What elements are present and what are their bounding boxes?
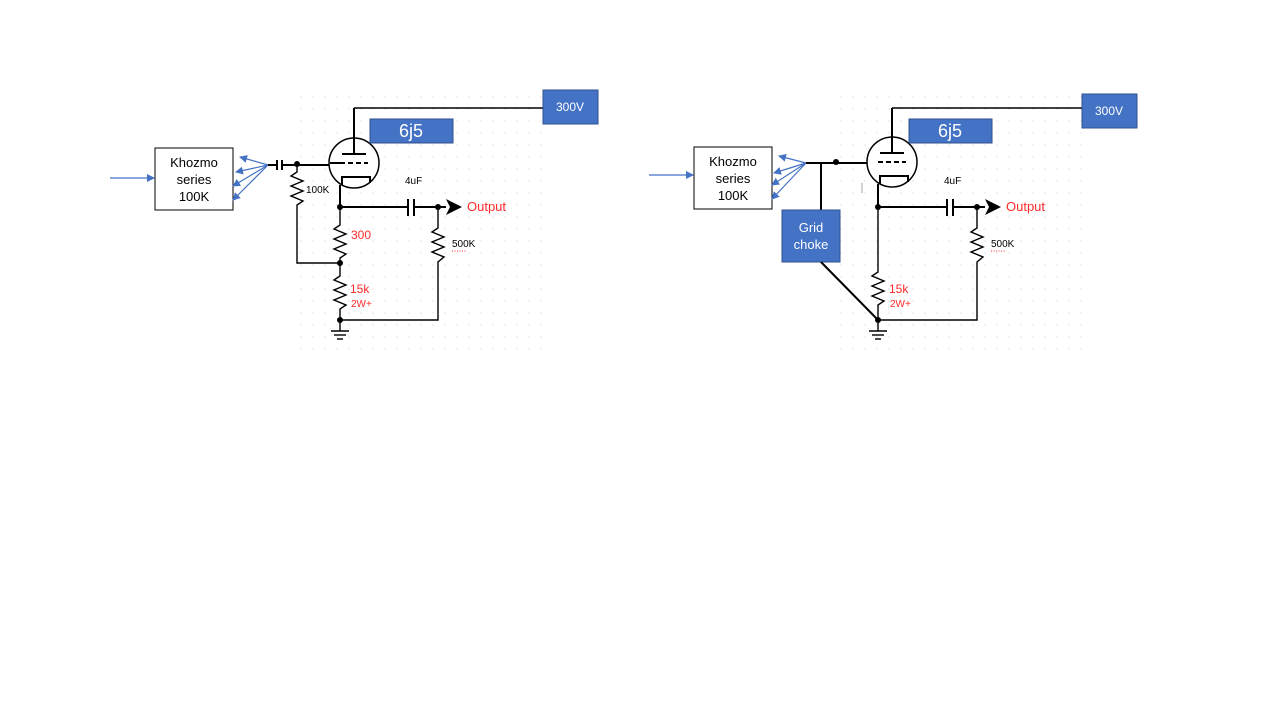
lower-resistor-label: 15k xyxy=(350,282,370,296)
circuit-right: Khozmo series 100K Grid choke xyxy=(649,92,1138,350)
tap-arrows xyxy=(771,153,807,200)
lower-resistor-label: 15k xyxy=(889,282,909,296)
grid-choke-line2: choke xyxy=(794,237,829,252)
supply-label: 300V xyxy=(1095,104,1123,118)
tube-label-box: 6j5 xyxy=(369,118,454,144)
lower-resistor-rating: 2W+ xyxy=(351,299,372,310)
tube-6j5 xyxy=(866,108,918,188)
khozmo-line1: Khozmo xyxy=(170,155,218,170)
circuit-left: Khozmo series 100K 100K xyxy=(110,89,599,350)
tube-label-box: 6j5 xyxy=(908,118,993,144)
grid-resistor-label: 100K xyxy=(306,185,330,196)
output-resistor-label: 500K xyxy=(452,239,476,250)
output-resistor xyxy=(340,207,446,321)
output-arrow xyxy=(446,199,462,215)
khozmo-box: Khozmo series 100K xyxy=(693,146,773,210)
grid-resistor xyxy=(289,164,340,264)
grid-choke-box: Grid choke xyxy=(781,209,841,263)
ground-symbol xyxy=(869,320,887,340)
khozmo-line2: series xyxy=(716,171,751,186)
supply-300v-box: 300V xyxy=(542,89,599,125)
supply-label: 300V xyxy=(556,100,584,114)
coupling-capacitor xyxy=(340,199,446,216)
lower-resistor xyxy=(332,263,348,320)
grid-choke-line1: Grid xyxy=(799,220,824,235)
cathode-resistor xyxy=(332,207,348,263)
tap-arrows xyxy=(232,155,269,201)
ground-symbol xyxy=(331,320,349,340)
khozmo-line1: Khozmo xyxy=(709,154,757,169)
output-label: Output xyxy=(1006,199,1045,214)
supply-300v-box: 300V xyxy=(1081,93,1138,129)
lower-resistor xyxy=(870,207,886,320)
choke-ground-wire xyxy=(820,261,879,321)
input-capacitor xyxy=(268,160,330,170)
tube-label: 6j5 xyxy=(399,121,423,141)
coupling-capacitor xyxy=(878,199,985,216)
tube-6j5 xyxy=(328,108,380,189)
khozmo-line2: series xyxy=(177,172,212,187)
output-label: Output xyxy=(467,199,506,214)
cathode-resistor-label: 300 xyxy=(351,228,371,242)
coupling-cap-label: 4uF xyxy=(944,176,961,187)
khozmo-line3: 100K xyxy=(179,189,210,204)
khozmo-box: Khozmo series 100K xyxy=(154,147,234,211)
lower-resistor-rating: 2W+ xyxy=(890,299,911,310)
output-arrow xyxy=(985,199,1001,215)
coupling-cap-label: 4uF xyxy=(405,176,422,187)
tube-label: 6j5 xyxy=(938,121,962,141)
junction-dot xyxy=(833,159,839,165)
output-resistor xyxy=(878,207,985,321)
output-resistor-label: 500K xyxy=(991,239,1015,250)
khozmo-line3: 100K xyxy=(718,188,749,203)
